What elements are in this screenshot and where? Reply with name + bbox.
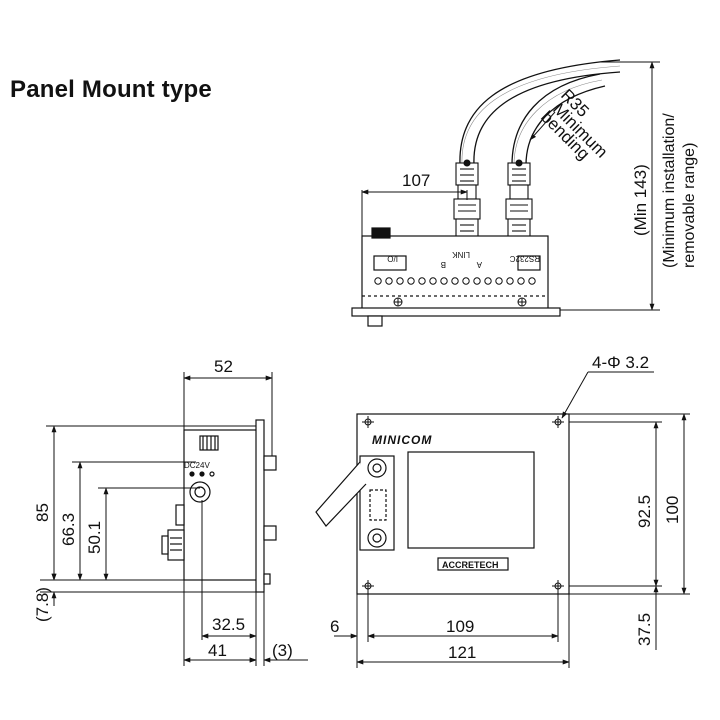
page-title: Panel Mount type xyxy=(10,76,212,103)
dim-32-5: 32.5 xyxy=(212,615,245,634)
dim-50-1: 50.1 xyxy=(85,521,104,554)
unit-housing-side xyxy=(161,419,277,593)
mounting-hole-icon xyxy=(362,416,564,592)
cable-right xyxy=(511,73,606,166)
dim-41: 41 xyxy=(208,641,227,660)
holes-label: 4-Φ 3.2 xyxy=(592,353,649,372)
cable-left xyxy=(459,59,621,166)
dim-107: 107 xyxy=(402,171,430,190)
connector-right xyxy=(505,159,533,238)
dim-37-5: 37.5 xyxy=(635,613,654,646)
port-label-link: LINK xyxy=(452,250,470,259)
terminal-row xyxy=(374,277,536,285)
port-label-a: A xyxy=(476,260,482,269)
front-panel xyxy=(315,413,570,595)
maker-label: ACCRETECH xyxy=(442,560,499,570)
side-view: DC24V 52 85 66.3 50.1 (7.8) xyxy=(33,357,308,666)
min-height-label: (Min 143) xyxy=(631,164,650,236)
dim-121: 121 xyxy=(448,643,476,662)
brand-label: MINICOM xyxy=(372,433,432,447)
range-label-line1: (Minimum installation/ xyxy=(661,113,678,268)
dim-7-8: (7.8) xyxy=(33,587,52,622)
dim-52: 52 xyxy=(214,357,233,376)
dim-92-5: 92.5 xyxy=(635,495,654,528)
dim-66-3: 66.3 xyxy=(59,513,78,546)
front-view: MINICOM ACCRETECH 4-Φ 3.2 92.5 100 37.5 xyxy=(315,353,690,668)
dim-109: 109 xyxy=(446,617,474,636)
dc24v-label: DC24V xyxy=(184,461,210,470)
port-label-io: I/O xyxy=(387,254,398,263)
dim-3: (3) xyxy=(272,641,293,660)
screw-icon xyxy=(393,297,527,307)
unit-housing-top xyxy=(351,227,561,327)
port-label-b: B xyxy=(441,260,446,269)
range-label-line2: removable range) xyxy=(681,143,698,268)
dim-6: 6 xyxy=(330,617,339,636)
port-label-rs232c: RS232C xyxy=(510,254,540,263)
top-view: I/O B LINK A RS232C 107 R35 Minimum bend… xyxy=(351,59,698,327)
dim-100: 100 xyxy=(663,496,682,524)
dim-85: 85 xyxy=(33,503,52,522)
